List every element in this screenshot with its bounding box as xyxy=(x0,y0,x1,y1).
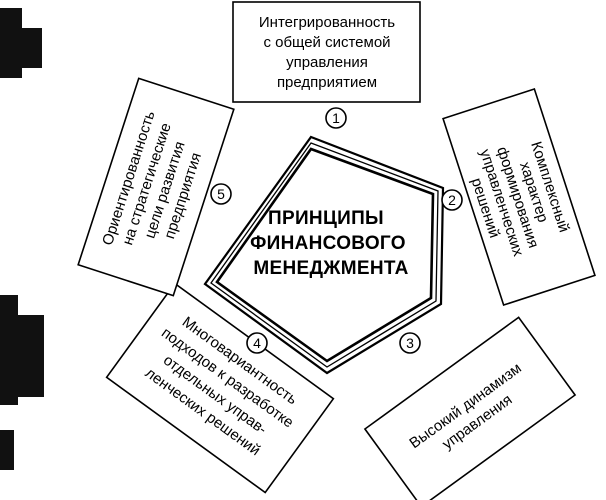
scan-smudge xyxy=(0,8,22,78)
scan-artifacts xyxy=(0,8,44,470)
pentagon-middle-border xyxy=(210,142,439,368)
scan-smudge xyxy=(22,28,42,68)
pentagon-outer-border xyxy=(203,135,445,375)
number-badge-3-label: 3 xyxy=(406,335,414,351)
principle-5: Ориентированность на стратегические цели… xyxy=(77,77,235,297)
number-badge-1-label: 1 xyxy=(332,110,340,126)
scan-smudge xyxy=(18,315,44,397)
center-title-line-1: ПРИНЦИПЫ xyxy=(268,208,384,229)
center-title-line-2: ФИНАНСОВОГО xyxy=(250,233,406,254)
principle-1: Интегрированность с общей системой управ… xyxy=(232,1,421,103)
scan-smudge xyxy=(0,430,14,470)
principle-3: Высокий динамизм управления xyxy=(363,316,577,500)
center-title-line-3: МЕНЕДЖМЕНТА xyxy=(253,258,408,279)
number-badge-5-label: 5 xyxy=(217,186,225,202)
number-badge-5-circle xyxy=(210,183,232,205)
principle-2: Комплексный характер формирования управл… xyxy=(442,87,596,307)
number-badge-1-circle xyxy=(325,107,347,129)
principle-1-line-4: предприятием xyxy=(277,74,377,91)
number-badge-2-circle xyxy=(441,189,463,211)
principle-1-line-1: Интегрированность xyxy=(259,14,395,31)
scan-smudge xyxy=(0,295,18,405)
principle-3-box xyxy=(363,316,577,500)
number-badge-4: 4 xyxy=(246,332,268,354)
principle-2-box xyxy=(442,87,596,307)
principle-1-box xyxy=(232,1,421,103)
number-badge-3-circle xyxy=(399,332,421,354)
principle-5-box xyxy=(77,77,235,297)
number-badge-2: 2 xyxy=(441,189,463,211)
number-badge-5: 5 xyxy=(210,183,232,205)
number-badge-2-label: 2 xyxy=(448,192,456,208)
number-badge-1: 1 xyxy=(325,107,347,129)
principle-1-line-2: с общей системой xyxy=(263,34,390,51)
number-badge-4-circle xyxy=(246,332,268,354)
number-badge-4-label: 4 xyxy=(253,335,261,351)
center-pentagon: ПРИНЦИПЫ ФИНАНСОВОГО МЕНЕДЖМЕНТА xyxy=(203,135,445,375)
pentagon-inner-border xyxy=(215,147,435,363)
principle-1-line-3: управления xyxy=(286,54,368,71)
number-badge-3: 3 xyxy=(399,332,421,354)
